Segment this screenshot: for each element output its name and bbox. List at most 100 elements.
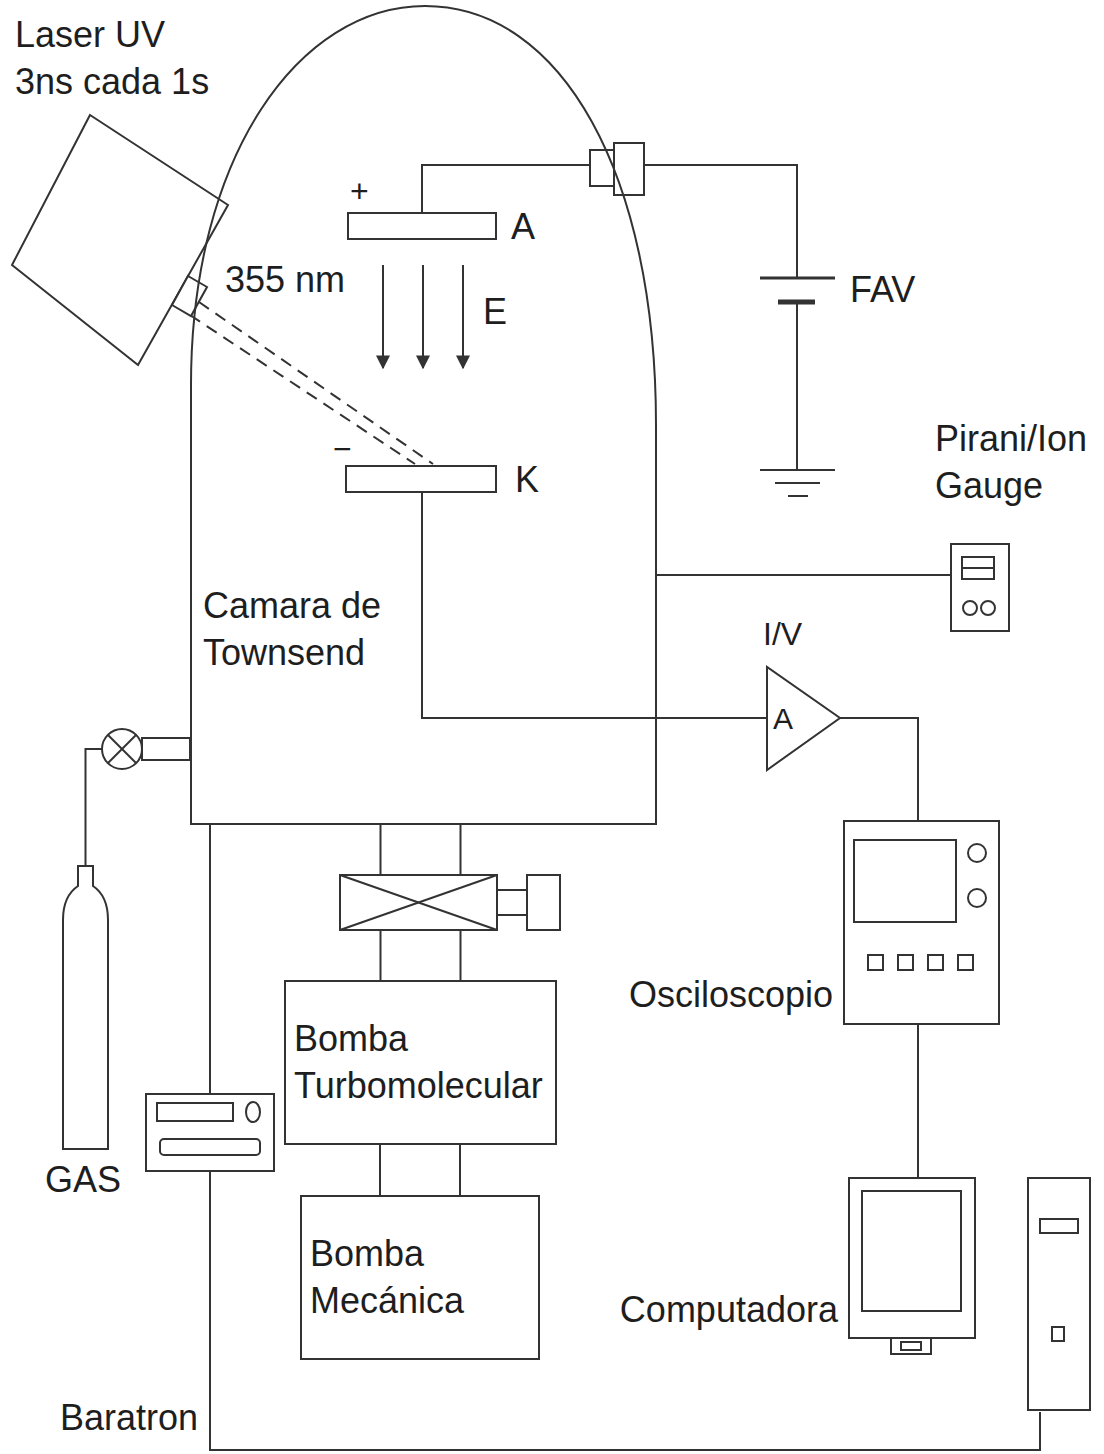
- computer-outline-part: [1052, 1327, 1064, 1341]
- laser-source: Laser UV 3ns cada 1s: [10, 10, 240, 375]
- computer-outline-part: [1028, 1178, 1090, 1410]
- laser-beam: [190, 302, 433, 464]
- baratron-gauge-outline-part: [146, 1094, 274, 1171]
- connector-line: [380, 1145, 460, 1195]
- vacuum-chamber: Camara de Townsend A K: [190, 5, 657, 825]
- computer: Computadora: [848, 1177, 1092, 1412]
- node-label: Bomba Mecánica: [310, 1231, 530, 1325]
- ground-symbol: [775, 482, 820, 484]
- mechanical-pump: Bomba Mecánica: [300, 1195, 540, 1360]
- baratron-gauge-outline-part: [160, 1139, 260, 1155]
- oscilloscope-outline-part: [844, 821, 999, 1024]
- pressure-gauge-outline-part: [951, 544, 1009, 631]
- computer-outline-part: [862, 1191, 961, 1311]
- gate-valve-body: [340, 875, 497, 930]
- gate-valve-stem: [497, 890, 527, 915]
- field-arrow: [462, 265, 464, 368]
- amplifier-symbol: I/VA: [760, 620, 845, 775]
- wavelength-label: 355 nm: [225, 258, 345, 301]
- pressure-gauge-outline-part: [962, 567, 994, 569]
- turbo-pump: Bomba Turbomolecular: [284, 980, 557, 1145]
- ground-symbol: [788, 495, 808, 497]
- pressure-gauge-outline-part: [962, 557, 994, 579]
- node-label: GAS: [45, 1157, 121, 1204]
- baratron-gauge: Baratron: [145, 1093, 275, 1172]
- supply-label: FAV: [850, 268, 915, 311]
- computer-outline-part: [1040, 1219, 1078, 1233]
- node-label: K: [515, 457, 539, 504]
- computer-outline-part: [891, 1338, 931, 1354]
- laser-source-outline-part: [172, 276, 207, 316]
- baratron-gauge-outline-part: [246, 1102, 260, 1122]
- node-label: I/V: [763, 616, 802, 653]
- gate-valve: [340, 875, 560, 930]
- polarity-sign: +: [350, 172, 369, 210]
- oscilloscope: Osciloscopio: [843, 820, 1000, 1025]
- valve-cross: [108, 735, 136, 763]
- node-label: Laser UV 3ns cada 1s: [15, 12, 220, 106]
- valve-circle: [102, 729, 142, 769]
- connector-line: [917, 1025, 919, 1177]
- gate-valve-cross: [340, 875, 497, 930]
- amplifier-symbol-outline-part: [767, 667, 840, 770]
- baratron-gauge-outline-part: [157, 1103, 233, 1121]
- feedthrough-body: [590, 150, 614, 186]
- oscilloscope-outline-part: [968, 844, 986, 862]
- pressure-gauge-outline: [950, 543, 1010, 632]
- cathode-plate: K: [345, 465, 497, 493]
- node-label: A: [773, 702, 793, 737]
- pressure-gauge-outline-part: [963, 601, 977, 615]
- pressure-gauge-outline-part: [981, 601, 995, 615]
- polarity-sign: −: [333, 430, 352, 468]
- connector-line: [210, 1172, 1040, 1450]
- node-label: Camara de Townsend: [203, 583, 403, 677]
- field-arrows: [383, 265, 463, 368]
- gas-valve: [102, 729, 190, 769]
- oscilloscope-outline-part: [958, 955, 973, 970]
- vacuum-chamber-outline: [190, 5, 657, 825]
- field-arrow: [422, 265, 424, 368]
- oscilloscope-outline-part: [928, 955, 943, 970]
- valve-cross: [108, 735, 136, 763]
- node-label: Computadora: [620, 1287, 838, 1334]
- node-label: Baratron: [60, 1395, 198, 1442]
- oscilloscope-outline-part: [854, 840, 956, 922]
- computer-outline-part: [901, 1342, 921, 1350]
- baratron-gauge-outline: [145, 1093, 275, 1172]
- gate-valve-handle: [527, 875, 560, 930]
- computer-outline: [848, 1177, 1092, 1412]
- oscilloscope-outline-part: [898, 955, 913, 970]
- node-label: Bomba Turbomolecular: [294, 1016, 547, 1110]
- connector-line: [840, 718, 918, 820]
- connector-line: [86, 749, 191, 866]
- feedthrough-flange: [614, 143, 644, 195]
- node-label: A: [511, 204, 535, 251]
- gas-cylinder-outline-part: [63, 866, 108, 1149]
- field-arrow: [382, 265, 384, 368]
- feedthrough: [590, 143, 644, 195]
- connector-line: [422, 493, 767, 718]
- gas-cylinder: GAS: [58, 860, 113, 1150]
- gate-valve-cross: [340, 875, 497, 930]
- pressure-gauge: Pirani/Ion Gauge: [950, 543, 1010, 632]
- anode-plate: A: [347, 212, 497, 240]
- computer-outline-part: [849, 1178, 975, 1338]
- gas-cylinder-outline: [58, 860, 113, 1150]
- ground-wire: [796, 302, 798, 470]
- node-label: Pirani/Ion Gauge: [935, 416, 1097, 510]
- ground-symbol: [760, 469, 835, 471]
- vacuum-chamber-outline-part: [191, 6, 656, 824]
- gas-pipe-stub: [142, 738, 190, 760]
- node-label: Osciloscopio: [629, 972, 833, 1019]
- oscilloscope-outline: [843, 820, 1000, 1025]
- field-label: E: [483, 290, 507, 333]
- laser-source-outline-part: [12, 115, 228, 365]
- oscilloscope-outline-part: [868, 955, 883, 970]
- battery-plate: [760, 277, 835, 280]
- connector-line: [209, 825, 211, 1093]
- connector-line: [657, 574, 950, 576]
